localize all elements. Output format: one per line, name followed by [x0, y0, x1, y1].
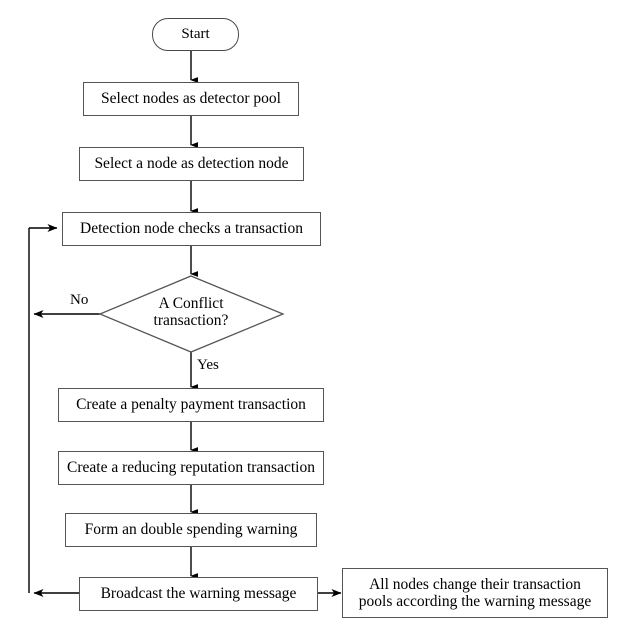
decision-diamond-conflict: [98, 275, 285, 353]
node-start[interactable]: Start: [152, 18, 239, 51]
node-create-reputation-transaction[interactable]: Create a reducing reputation transaction: [58, 451, 324, 485]
node-create-penalty-transaction[interactable]: Create a penalty payment transaction: [58, 388, 324, 422]
node-create-penalty-transaction-label: Create a penalty payment transaction: [76, 396, 306, 414]
node-select-detector-pool-label: Select nodes as detector pool: [101, 90, 281, 108]
node-broadcast-warning-label: Broadcast the warning message: [100, 585, 297, 603]
node-select-detection-node-label: Select a node as detection node: [94, 155, 289, 173]
node-create-reputation-transaction-label: Create a reducing reputation transaction: [67, 459, 315, 477]
node-select-detector-pool[interactable]: Select nodes as detector pool: [83, 82, 299, 116]
node-form-warning[interactable]: Form an double spending warning: [65, 513, 317, 547]
edge-label-no: No: [70, 292, 89, 308]
node-detection-node-checks-label: Detection node checks a transaction: [80, 220, 303, 238]
node-form-warning-label: Form an double spending warning: [84, 521, 298, 539]
node-all-nodes-change-pools-line1: All nodes change their transaction: [369, 575, 581, 593]
node-broadcast-warning[interactable]: Broadcast the warning message: [79, 577, 318, 611]
node-start-label: Start: [181, 26, 210, 43]
node-select-detection-node[interactable]: Select a node as detection node: [79, 147, 304, 181]
node-all-nodes-change-pools-line2: pools according the warning message: [358, 593, 592, 610]
edge-label-yes: Yes: [197, 357, 219, 373]
node-detection-node-checks[interactable]: Detection node checks a transaction: [62, 212, 321, 246]
node-decision-conflict-label: A Conflict transaction?: [126, 295, 256, 330]
decision-label-line2: transaction?: [153, 312, 229, 330]
decision-label-line1: A Conflict: [158, 295, 224, 312]
node-all-nodes-change-pools[interactable]: All nodes change their transaction pools…: [342, 568, 608, 618]
